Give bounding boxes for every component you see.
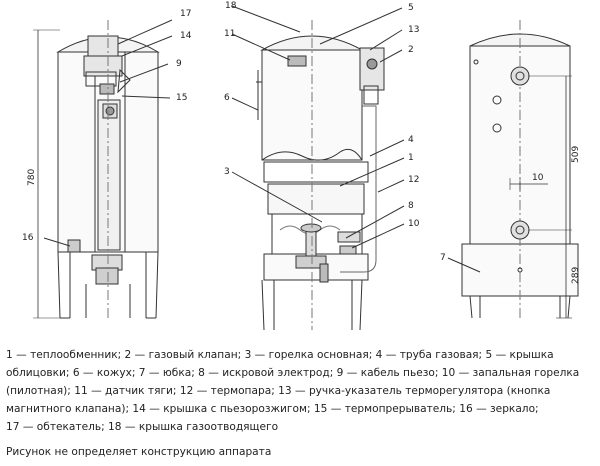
callout-1: 1 [408,153,414,163]
callout-11: 11 [224,29,235,39]
callout-17: 17 [180,9,191,19]
callout-9: 9 [176,59,182,69]
dimension-10: 10 [532,173,544,183]
callout-16: 16 [22,233,34,243]
dimension-labels: 780 509 289 10 [27,146,581,284]
callout-10: 10 [408,219,420,229]
callout-18: 18 [225,1,237,11]
water-heater-technical-drawing: 17 14 9 15 16 18 5 13 2 11 6 4 1 12 3 8 … [22,1,581,331]
callout-2: 2 [408,45,414,55]
dimension-289: 289 [571,267,581,284]
middle-view [231,5,405,331]
callout-13: 13 [408,25,419,35]
callout-7: 7 [440,253,446,263]
callout-6: 6 [224,93,230,103]
callout-15: 15 [176,93,187,103]
callout-14: 14 [180,31,192,41]
callout-4: 4 [408,135,414,145]
dimension-780: 780 [27,169,37,186]
callout-3: 3 [224,167,230,177]
callout-labels: 17 14 9 15 16 18 5 13 2 11 6 4 1 12 3 8 … [22,1,446,263]
callout-12: 12 [408,175,419,185]
legend-line: облицовки; 6 — кожух; 7 — юбка; 8 — искр… [6,367,580,379]
figure-note: Рисунок не определяет конструкцию аппара… [6,446,272,458]
legend-line: (пилотная); 11 — датчик тяги; 12 — термо… [6,385,551,397]
callout-5: 5 [408,3,414,13]
callout-8: 8 [408,201,414,211]
dimension-509: 509 [571,146,581,163]
parts-legend: 1 — теплообменник; 2 — газовый клапан; 3… [6,346,596,436]
legend-line: 1 — теплообменник; 2 — газовый клапан; 3… [6,349,554,361]
right-view [447,20,579,320]
left-view [33,19,173,320]
legend-line: 17 — обтекатель; 18 — крышка газоотводящ… [6,421,279,433]
legend-line: магнитного клапана); 14 — крышка с пьезо… [6,403,539,415]
